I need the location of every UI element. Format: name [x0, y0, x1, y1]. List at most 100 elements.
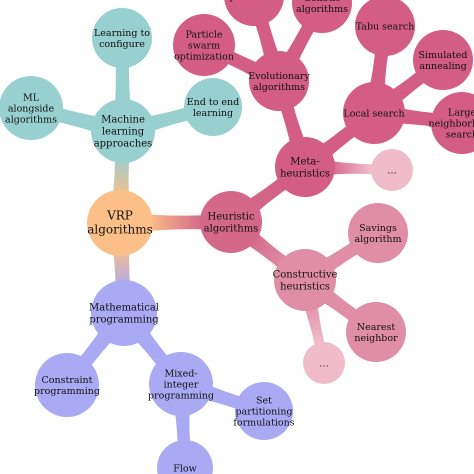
- node-circle: [0, 76, 63, 140]
- node-genetic: Geneticalgorithms: [292, 0, 352, 33]
- node-label-line: End to end: [187, 97, 240, 108]
- node-circle: [200, 191, 262, 253]
- node-label-line: formulations: [233, 418, 294, 429]
- node-label-line: integer: [164, 380, 199, 391]
- node-circle: [35, 353, 99, 417]
- node-label-line: neighbor: [354, 333, 398, 344]
- node-label-line: ML: [23, 93, 40, 104]
- node-circle: [92, 8, 152, 68]
- node-label-line: Local search: [343, 109, 404, 120]
- node-label-line: Flow: [173, 464, 196, 474]
- node-flow: Flow: [157, 440, 213, 474]
- node-label-line: optimization: [224, 0, 284, 3]
- node-circle: [184, 78, 242, 136]
- node-label-line: …: [319, 359, 329, 370]
- node-label-line: algorithms: [253, 82, 305, 93]
- node-circle: [303, 342, 345, 384]
- node-circle: [275, 137, 335, 197]
- node-circle: [87, 190, 153, 256]
- node-label-line: Set: [256, 396, 272, 407]
- node-circle: [235, 382, 293, 440]
- node-label-line: neighborhood: [429, 119, 474, 130]
- node-large-neighborhood: Largeneighborhoodsearch: [429, 92, 474, 154]
- node-label-line: algorithms: [204, 224, 259, 235]
- node-aco: optimization: [224, 0, 284, 26]
- node-circle: [343, 82, 405, 144]
- node-label-line: Mathematical: [89, 303, 159, 314]
- node-local-search: Local search: [343, 82, 405, 144]
- node-label-line: alongside: [8, 104, 55, 115]
- node-label-line: learning: [102, 127, 145, 138]
- node-label-line: algorithm: [354, 234, 401, 245]
- node-label-line: Mixed-: [164, 369, 197, 380]
- node-label-line: Learning to: [94, 28, 150, 39]
- node-label-line: configure: [99, 39, 145, 50]
- node-circle: [274, 249, 336, 311]
- node-circle: [371, 149, 413, 191]
- node-circle: [413, 30, 473, 90]
- node-label-line: search: [446, 130, 474, 141]
- node-label-line: Savings: [359, 223, 397, 234]
- node-circle: [355, 0, 415, 56]
- node-label-line: programming: [148, 391, 214, 402]
- node-circle: [224, 0, 284, 26]
- node-label-line: Nearest: [357, 322, 396, 333]
- node-meta-more: …: [371, 149, 413, 191]
- node-label-line: approaches: [94, 139, 153, 150]
- node-circle: [249, 51, 309, 111]
- node-circle: [91, 280, 157, 346]
- node-label-line: optimization: [174, 52, 234, 63]
- node-circle: [91, 99, 155, 163]
- node-label-line: Constructive: [273, 270, 338, 281]
- node-circle: [173, 14, 235, 76]
- node-label-line: Meta-: [290, 157, 320, 168]
- node-circle: [346, 302, 406, 362]
- node-circle: [149, 352, 213, 416]
- node-meta: Meta-heuristics: [275, 137, 335, 197]
- node-label-line: Evolutionary: [248, 71, 310, 82]
- node-label-line: …: [387, 166, 397, 177]
- node-label-line: Machine: [101, 115, 145, 126]
- node-tabu: Tabu search: [355, 0, 415, 56]
- node-label-line: VRP: [106, 209, 133, 223]
- node-label-line: Large: [448, 108, 474, 119]
- node-label-line: programming: [89, 315, 159, 326]
- node-label-line: learning: [193, 108, 233, 119]
- node-label-line: Particle: [185, 30, 222, 41]
- node-label-line: heuristics: [280, 169, 330, 180]
- node-label-line: annealing: [419, 61, 466, 72]
- node-label-line: algorithms: [87, 223, 153, 237]
- node-label-line: algorithms: [296, 4, 348, 15]
- node-circle: [292, 0, 352, 33]
- node-label-line: Tabu search: [356, 22, 415, 33]
- node-label-line: Genetic: [303, 0, 340, 4]
- node-label-line: Simulated: [419, 50, 468, 61]
- node-circle: [348, 203, 408, 263]
- node-circle: [431, 92, 474, 154]
- node-label-line: Heuristic: [207, 212, 254, 223]
- node-label-line: programming: [34, 386, 100, 397]
- node-label-line: algorithms: [5, 115, 57, 126]
- node-label-line: partitioning: [235, 407, 292, 418]
- node-constructive-more: …: [303, 342, 345, 384]
- node-label-line: heuristics: [280, 282, 330, 293]
- node-label-line: swarm: [188, 41, 220, 52]
- node-circle: [157, 440, 213, 474]
